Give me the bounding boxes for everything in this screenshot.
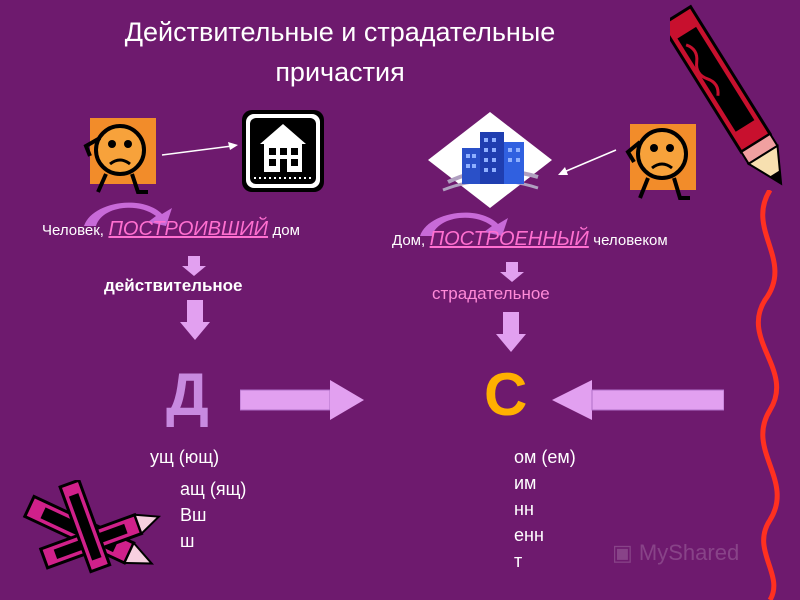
right-suffix-list: ом (ем) им нн енн т: [514, 444, 576, 574]
right-suffix-5: т: [514, 551, 523, 571]
right-type-label: страдательное: [432, 284, 550, 303]
left-suffix-2: ащ (ящ): [180, 479, 247, 499]
right-phrase-before: Дом,: [392, 232, 426, 249]
down-arrow-icon-large-right: [496, 312, 526, 352]
right-arrow-icon-large: [240, 380, 364, 420]
letter-s: С: [484, 361, 528, 428]
watermark-text: MyShared: [638, 540, 740, 565]
left-suffix-4: ш: [180, 531, 195, 551]
slide-title: Действительные и страдательные причастия: [60, 12, 620, 92]
right-phrase: Дом, ПОСТРОЕННЫЙ человеком: [392, 228, 668, 251]
crayons-icon-bottom-left: [22, 480, 162, 574]
left-phrase: Человек, ПОСТРОИВШИЙ дом: [42, 218, 300, 241]
down-arrow-icon-small-right: [500, 262, 524, 282]
left-suffix-1: ущ (ющ): [150, 447, 220, 467]
right-suffix-4: енн: [514, 525, 544, 545]
arrow-to-buildings-icon: [558, 149, 617, 175]
left-phrase-before: Человек,: [42, 222, 104, 239]
left-arrow-icon-large: [552, 380, 724, 420]
left-suffix-3: Вш: [180, 505, 207, 525]
right-phrase-after: человеком: [593, 232, 668, 249]
watermark: ▣ MyShared: [612, 540, 739, 566]
curved-arrow-icon-right: [420, 212, 508, 236]
right-suffix-2: им: [514, 473, 537, 493]
title-line-2: причастия: [275, 57, 405, 87]
right-participle: ПОСТРОЕННЫЙ: [429, 228, 589, 250]
buildings-icon: [428, 112, 552, 208]
watermark-icon: ▣: [612, 540, 633, 565]
title-line-1: Действительные и страдательные: [124, 17, 556, 47]
house-icon: [242, 110, 324, 192]
arrow-to-house-icon: [161, 142, 238, 156]
worried-man-icon-right: [625, 124, 696, 200]
down-arrow-icon-large-left: [180, 300, 210, 340]
letter-d: Д: [166, 361, 209, 428]
right-suffix-3: нн: [514, 499, 534, 519]
left-suffix-list: ащ (ящ) Вш ш: [180, 476, 246, 554]
worried-man-icon-left: [83, 118, 156, 194]
pencil-icon-top-right: [670, 4, 783, 186]
left-type-label: действительное: [104, 276, 243, 295]
left-phrase-after: дом: [272, 222, 300, 239]
squiggle-line-decoration: [756, 190, 780, 600]
left-participle: ПОСТРОИВШИЙ: [108, 218, 269, 240]
down-arrow-icon-small-left: [182, 256, 206, 276]
curved-arrow-icon-left: [84, 202, 172, 226]
right-suffix-1: ом (ем): [514, 447, 576, 467]
